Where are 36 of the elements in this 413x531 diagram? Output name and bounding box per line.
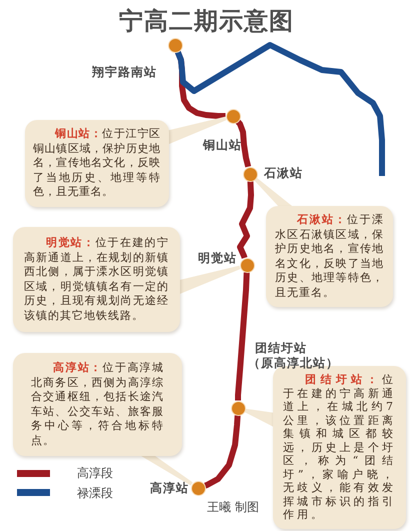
legend-label: 禄溧段 (77, 486, 113, 500)
callout-bubble (266, 206, 393, 307)
callout-bubble (25, 120, 168, 206)
callout-bubble (13, 353, 182, 456)
callout-pointer (141, 456, 193, 486)
route-line (235, 272, 250, 400)
station-dot-icon (226, 108, 240, 124)
station-dot-icon (230, 400, 246, 416)
title: 宁高二期示意图 (119, 6, 294, 36)
route-line (204, 415, 241, 488)
callout-pointer (244, 408, 273, 427)
station-label: 翔宇路南站 (92, 65, 157, 79)
callout-pointer (254, 178, 292, 206)
callout-text: 铜山站：位于江宁区铜山镇区域，保护历史地名，宣传地名文化，反映了当地历史、地理等特色，且无重名。 (33, 127, 160, 200)
station-dot-icon (242, 166, 258, 182)
callout-text: 高淳站：位于高淳城北商务区，西侧为高淳综合交通枢纽，包括长途汽车站、公交车站、旅客服务中心等，符合地标特点。 (31, 361, 164, 448)
station-label: 高淳站 (150, 481, 189, 495)
station-label: 明觉站 (198, 251, 237, 265)
route-line (236, 120, 252, 168)
station-label: （原高淳北站） (248, 356, 339, 370)
callout-text: 石湫站：位于溧水区石湫镇区域，保护历史地名，宣传地名文化，反映了当地历史、地理等特色，且无重名。 (275, 213, 384, 300)
callout-pointer (168, 116, 226, 144)
callout-bubble (13, 227, 180, 332)
callout-text: 明觉站：位于在建的宁高新通道上，在规划的新镇西北侧，属于溧水区明觉镇区域，明觉镇镇名有一定的历史，且现有规划尚无途经该镇的其它地铁线路。 (24, 236, 169, 323)
callout-text: 团结圩站：位于在建的宁高新通道上，在城北约7公里，该位置距离集镇和城区都较远，历史上是个圩区，称为“团结圩”，家喻户晓，无歧义，能有效发挥城市标识的指引作用。 (283, 373, 396, 522)
credit-text: 王曦 制图 (207, 500, 259, 514)
route-line (175, 42, 385, 176)
route-line (237, 181, 254, 259)
station-label: 石湫站 (264, 166, 303, 180)
station-dot-icon (240, 258, 254, 272)
callout-pointer (180, 266, 240, 294)
legend-label: 高淳段 (77, 466, 113, 480)
station-label: 铜山站 (203, 138, 242, 152)
station-dot-icon (168, 38, 182, 52)
station-dot-icon (190, 480, 206, 496)
station-label: 团结圩站 (255, 341, 307, 355)
